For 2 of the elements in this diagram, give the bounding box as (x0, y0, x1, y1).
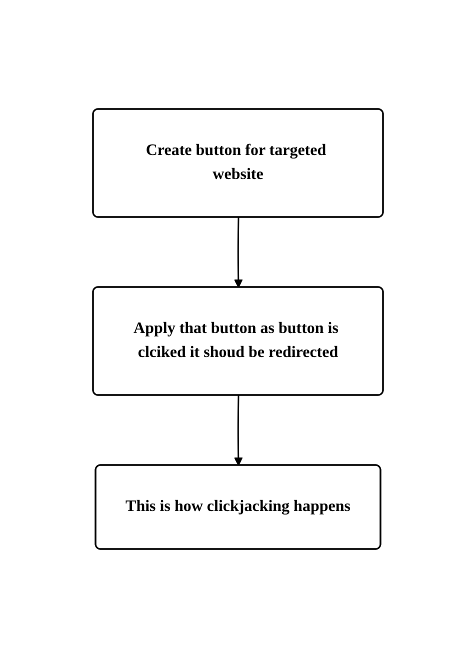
arrow (234, 216, 243, 288)
arrow (234, 394, 243, 466)
